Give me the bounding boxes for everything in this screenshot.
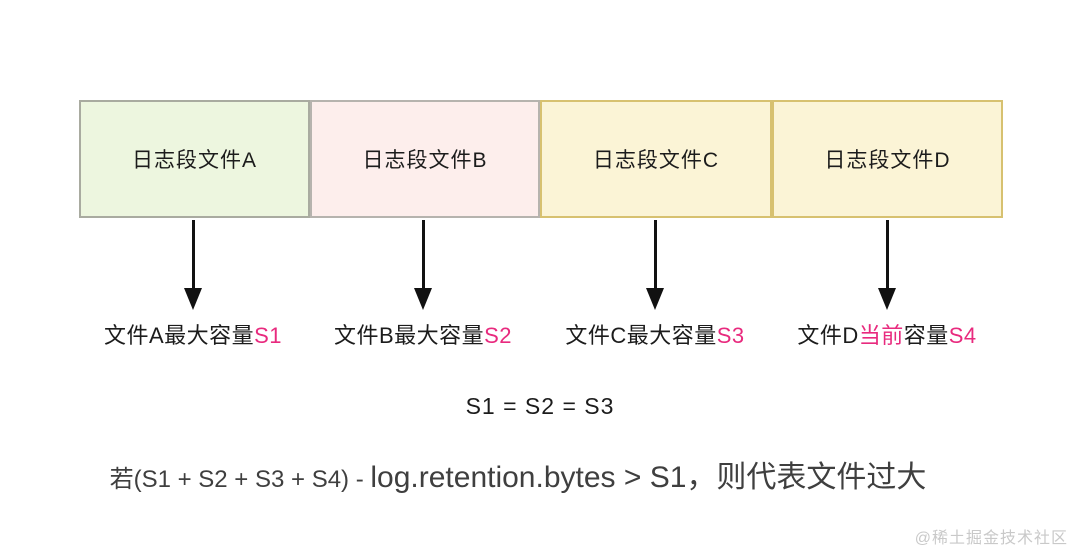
equation-text: S1 = S2 = S3	[465, 393, 615, 419]
capacity-caption-d: 文件D当前容量S4	[797, 323, 977, 348]
capacity-caption-a: 文件A最大容量S1	[103, 323, 283, 348]
retention-formula-prefix: 若(S1 + S2 + S3 + S4) -	[109, 466, 371, 493]
down-arrow-b-icon	[414, 220, 432, 310]
retention-formula-main: log.retention.bytes > S1，则代表文件过大	[370, 461, 927, 494]
segment-box-d-label: 日志段文件D	[824, 149, 951, 172]
segment-box-a-label: 日志段文件A	[131, 149, 257, 172]
watermark-text: @稀土掘金技术社区	[914, 530, 1068, 547]
retention-formula: 若(S1 + S2 + S3 + S4) - log.retention.byt…	[0, 452, 1080, 496]
down-arrow-d-icon	[878, 220, 896, 310]
segment-box-b: 日志段文件B	[310, 100, 540, 218]
down-arrow-a-icon	[184, 220, 202, 310]
segment-box-a: 日志段文件A	[79, 100, 310, 218]
segment-box-c: 日志段文件C	[540, 100, 772, 218]
capacity-caption-b: 文件B最大容量S2	[333, 323, 513, 348]
down-arrow-c-icon	[646, 220, 664, 310]
segment-box-d: 日志段文件D	[772, 100, 1003, 218]
capacity-caption-c: 文件C最大容量S3	[565, 323, 745, 348]
segment-box-c-label: 日志段文件C	[592, 149, 720, 172]
segment-box-b-label: 日志段文件B	[362, 149, 488, 172]
